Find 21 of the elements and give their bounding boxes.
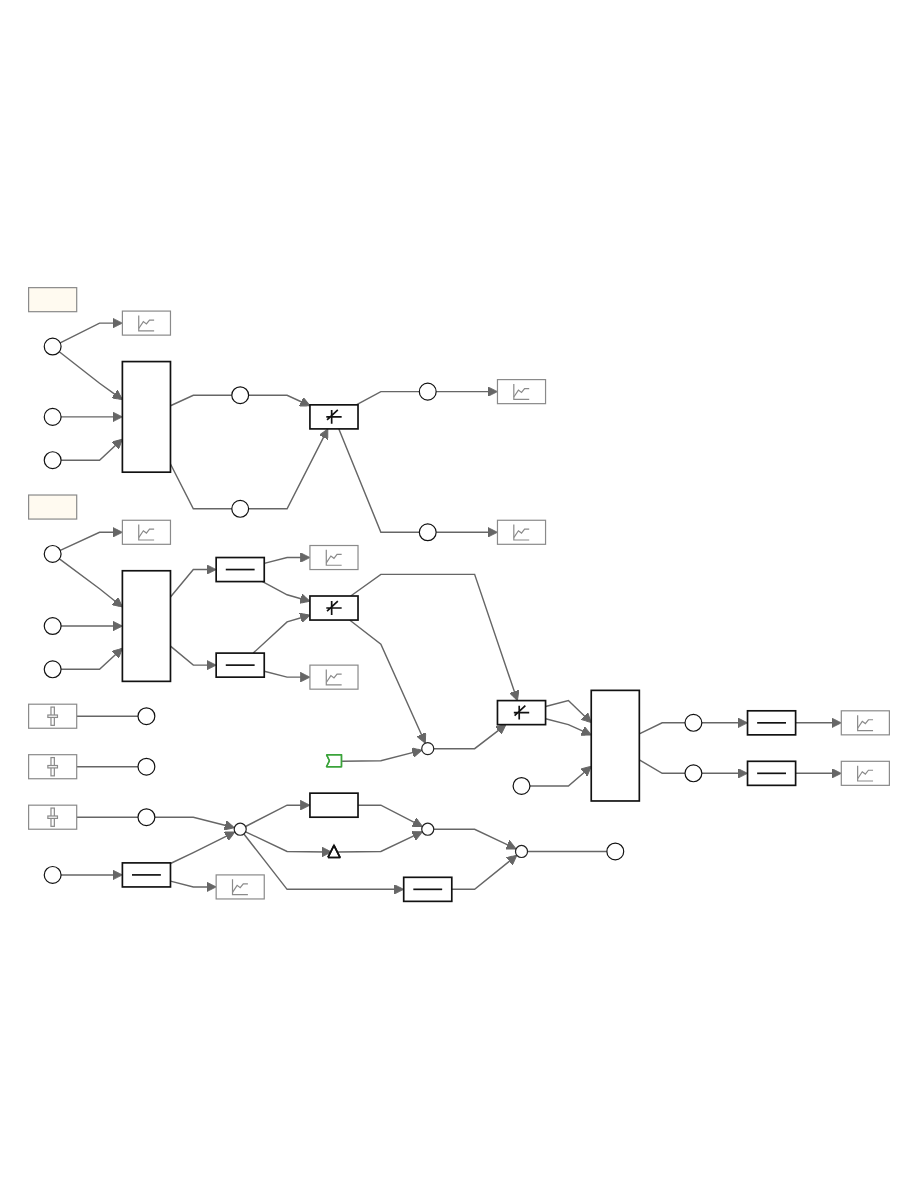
arrow bbox=[59, 526, 123, 551]
connector bbox=[76, 765, 139, 767]
arrow bbox=[433, 828, 517, 850]
arrow bbox=[701, 717, 748, 728]
arrow bbox=[701, 767, 748, 779]
arrow bbox=[169, 830, 236, 864]
arrow bbox=[433, 723, 507, 749]
connector bbox=[76, 816, 139, 818]
connector bbox=[526, 850, 608, 852]
arrow bbox=[451, 854, 518, 890]
arrow bbox=[244, 830, 333, 857]
arrow bbox=[59, 317, 123, 343]
arrow bbox=[348, 618, 427, 744]
arrow bbox=[350, 573, 520, 701]
connector bbox=[76, 715, 139, 717]
arrow bbox=[341, 746, 423, 762]
arrow bbox=[336, 830, 423, 853]
arrow bbox=[529, 765, 592, 787]
arrow bbox=[58, 557, 123, 607]
arrow bbox=[58, 350, 123, 400]
arrow bbox=[154, 816, 235, 830]
